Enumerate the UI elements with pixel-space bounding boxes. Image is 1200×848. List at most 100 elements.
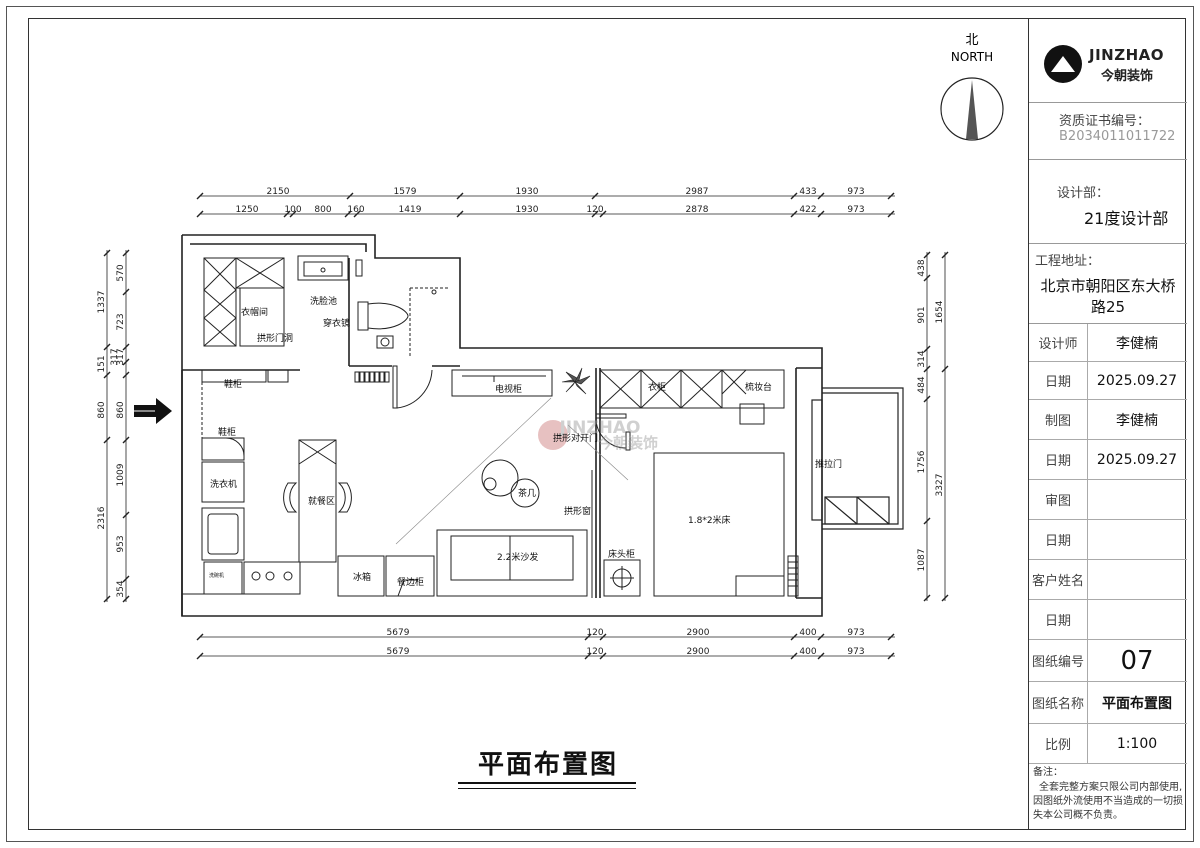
row-client: 客户姓名	[1029, 560, 1187, 600]
dim-left-inner-7: 354	[116, 580, 126, 597]
dim-left-outer-2: 860	[97, 401, 107, 418]
wardrobe	[599, 369, 785, 425]
entry-cabinets	[201, 369, 289, 461]
dim-right-outer-0: 1654	[935, 300, 945, 323]
label-tea-table: 茶几	[518, 487, 536, 499]
dim-right-inner-3: 484	[917, 376, 927, 393]
label-arch-window: 拱形窗	[564, 505, 591, 517]
logo-text-cn: 今朝装饰	[1101, 69, 1154, 84]
label-vanity: 梳妆台	[745, 381, 772, 393]
balcony	[811, 387, 904, 530]
sheet-border-outer	[6, 6, 1194, 842]
row-drafter-value: 李健楠	[1116, 412, 1158, 429]
north-cn-label: 北	[965, 33, 978, 48]
north-en-label: NORTH	[951, 50, 993, 64]
watermark: JINZHAO 今朝装饰	[538, 418, 658, 452]
label-shoe-cabinet-2: 鞋柜	[218, 426, 236, 438]
row-scale-key: 比例	[1029, 724, 1088, 763]
north-arrow: 北 NORTH	[940, 33, 1004, 141]
cert-label: 资质证书编号：	[1059, 114, 1151, 129]
dim-left-outer-0: 1337	[97, 291, 107, 314]
row-sheet-number: 图纸编号 07	[1029, 640, 1187, 682]
row-client-key: 客户姓名	[1029, 560, 1088, 599]
walls	[181, 234, 823, 617]
dim-top2-6: 120	[586, 205, 603, 215]
row-sheet-number-key: 图纸编号	[1029, 640, 1088, 681]
dim-top1-5: 973	[847, 187, 864, 197]
dept-label: 设计部：	[1057, 186, 1110, 201]
kitchen	[182, 461, 301, 595]
dim-top2-8: 422	[799, 205, 816, 215]
label-fridge: 冰箱	[353, 571, 371, 583]
dimension-left	[103, 249, 130, 603]
bathroom	[297, 255, 450, 358]
label-bed: 1.8*2米床	[688, 514, 731, 526]
dim-right-inner-2: 314	[917, 350, 927, 367]
row-design-date-key: 日期	[1029, 362, 1088, 399]
bed	[653, 452, 799, 597]
dim-left-outer-3: 2316	[97, 506, 107, 529]
dim-bottom1-2: 2900	[687, 628, 710, 638]
dim-left-inner-2: 317	[110, 348, 120, 365]
dim-top1-4: 433	[799, 187, 816, 197]
row-scale: 比例 1:100	[1029, 724, 1187, 764]
drawing-title: 平面布置图	[477, 750, 618, 780]
row-client-value	[1087, 560, 1187, 599]
cert-value: B2034011011722	[1059, 129, 1176, 144]
row-scale-value: 1:100	[1116, 735, 1158, 752]
row-review-date: 日期	[1029, 520, 1187, 560]
dim-right-inner-4: 1756	[917, 450, 927, 473]
sofa	[436, 529, 588, 597]
label-bedside: 床头柜	[608, 548, 635, 560]
row-reviewer: 审图	[1029, 480, 1187, 520]
dim-bottom2-3: 400	[799, 647, 816, 657]
dim-right-inner-5: 1087	[917, 549, 927, 572]
dept-cell: 设计部： 21度设计部	[1029, 160, 1187, 244]
dim-top2-3: 160	[347, 205, 364, 215]
company-logo: JINZHAO 今朝装饰	[1029, 18, 1187, 103]
dining-area	[283, 439, 352, 563]
dim-bottom1-0: 5679	[387, 628, 410, 638]
entrance-arrow-icon	[134, 398, 172, 424]
row-draft-date-value: 2025.09.27	[1096, 451, 1178, 468]
dim-right-inner-1: 901	[917, 306, 927, 323]
row-client-date: 日期	[1029, 600, 1187, 640]
dim-bottom2-2: 2900	[687, 647, 710, 657]
note-line1: 全套完整方案只限公司内部使用,	[1039, 782, 1183, 793]
row-sheet-number-value: 07	[1120, 645, 1154, 676]
label-arch-opening: 拱形门洞	[257, 332, 293, 344]
dim-left-outer-1: 151	[97, 355, 107, 372]
row-designer-value: 李健楠	[1116, 335, 1158, 352]
dim-left-inner-4: 860	[116, 401, 126, 418]
row-reviewer-key: 审图	[1029, 480, 1088, 519]
row-draft-date-key: 日期	[1029, 440, 1088, 479]
dim-top2-1: 100	[284, 205, 301, 215]
dim-right-inner-0: 438	[917, 259, 927, 276]
label-sliding-door: 推拉门	[815, 458, 842, 470]
title-underline-thin	[458, 788, 636, 789]
row-designer: 设计师李健楠	[1029, 324, 1187, 362]
row-design-date-value: 2025.09.27	[1096, 372, 1178, 389]
dim-bottom1-3: 400	[799, 628, 816, 638]
dim-top1-1: 1579	[394, 187, 417, 197]
label-tv-cabinet: 电视柜	[495, 383, 522, 395]
label-arch-double-door: 拱形对开门	[553, 432, 598, 444]
dimension-right	[923, 251, 949, 602]
row-drafter-key: 制图	[1029, 400, 1088, 439]
plant-icon	[561, 367, 591, 395]
cloakroom	[203, 257, 285, 347]
label-sofa: 2.2米沙发	[497, 551, 538, 563]
row-draft-date: 日期 2025.09.27	[1029, 440, 1187, 480]
bedside-table	[603, 559, 641, 597]
row-review-date-value	[1087, 520, 1187, 559]
note-line3: 失本公司概不负责。	[1033, 810, 1123, 821]
dim-left-inner-1: 723	[116, 313, 126, 330]
dept-value: 21度设计部	[1084, 209, 1169, 228]
tea-table	[481, 459, 540, 508]
row-sheet-name: 图纸名称平面布置图	[1029, 682, 1187, 724]
dim-top1-0: 2150	[267, 187, 290, 197]
address-line2: 路25	[1090, 298, 1126, 316]
title-block: JINZHAO 今朝装饰 资质证书编号： B2034011011722 设计部：…	[1028, 18, 1187, 830]
dim-top2-2: 800	[314, 205, 331, 215]
dim-bottom2-0: 5679	[387, 647, 410, 657]
